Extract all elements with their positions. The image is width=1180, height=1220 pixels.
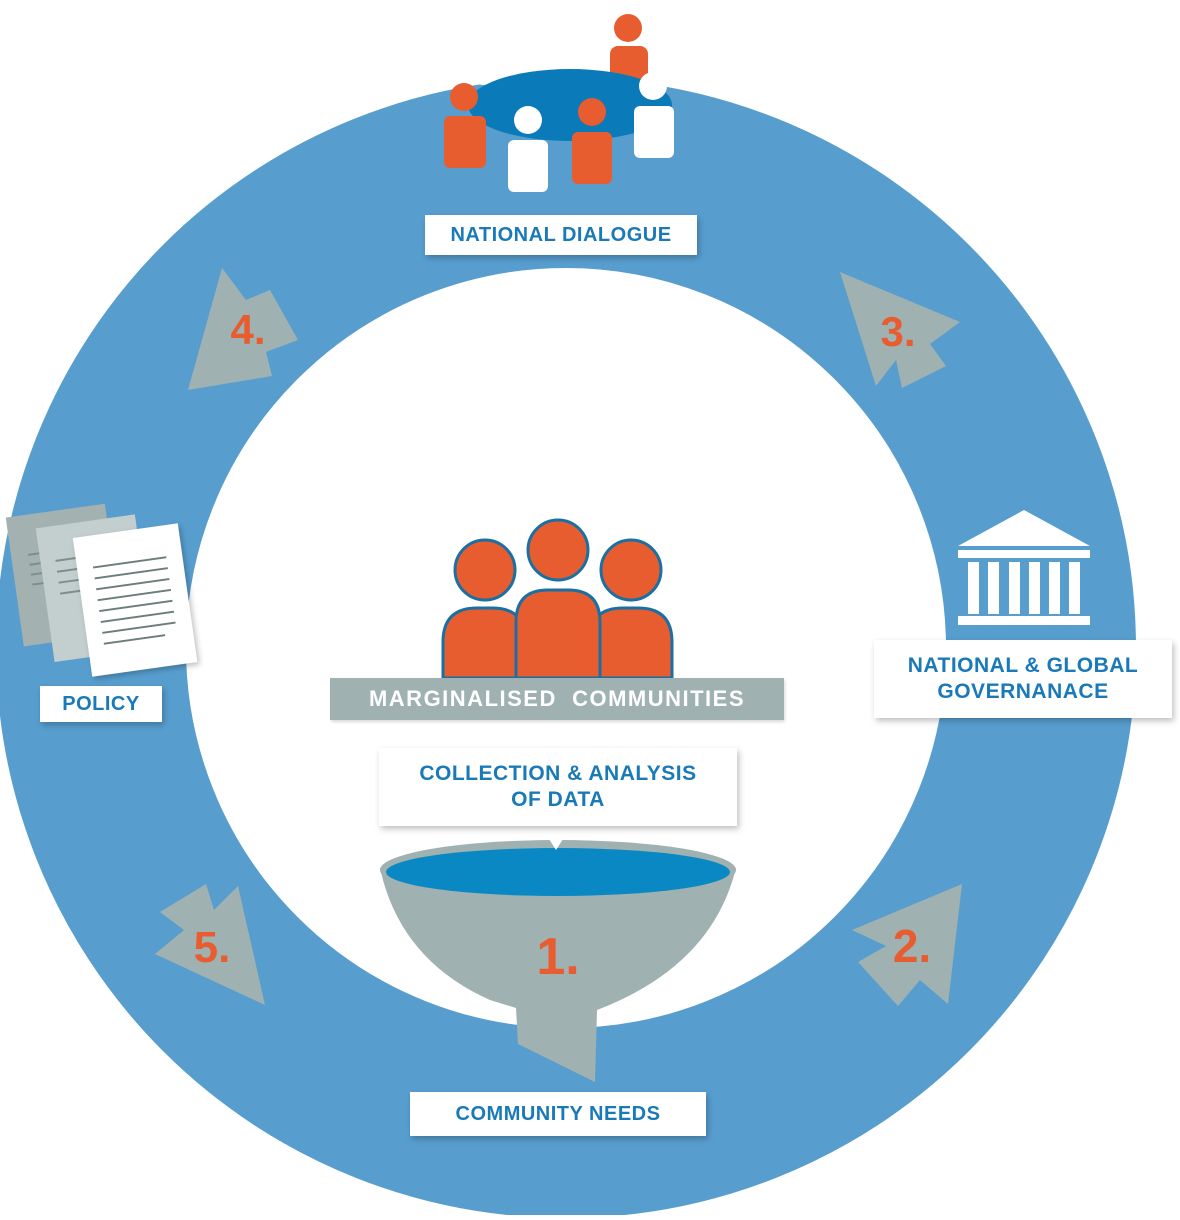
step-number-2: 2. xyxy=(893,920,931,972)
marginalised-communities-label: MARGINALISED COMMUNITIES xyxy=(330,678,784,720)
government-building-icon xyxy=(958,510,1090,625)
policy-documents-icon xyxy=(5,503,198,677)
arrow-step-3: 3. xyxy=(840,272,960,388)
policy-label: POLICY xyxy=(40,686,162,722)
funnel-icon: 1. xyxy=(380,840,736,1082)
community-people-icon xyxy=(441,518,674,680)
arrow-step-5: 5. xyxy=(155,884,265,1005)
meeting-table-people-icon xyxy=(444,4,674,192)
step-number-1: 1. xyxy=(536,928,579,986)
national-global-governance-label: NATIONAL & GLOBAL GOVERNANACE xyxy=(874,640,1172,718)
community-needs-label: COMMUNITY NEEDS xyxy=(410,1092,706,1136)
step-number-3: 3. xyxy=(880,308,915,355)
step-number-4: 4. xyxy=(230,306,265,353)
national-dialogue-label: NATIONAL DIALOGUE xyxy=(425,215,697,255)
collection-analysis-label: COLLECTION & ANALYSIS OF DATA xyxy=(379,748,737,826)
arrow-step-4: 4. xyxy=(188,268,298,390)
collection-label-pointer xyxy=(540,825,572,850)
arrow-step-2: 2. xyxy=(852,884,962,1006)
step-number-5: 5. xyxy=(194,923,231,972)
